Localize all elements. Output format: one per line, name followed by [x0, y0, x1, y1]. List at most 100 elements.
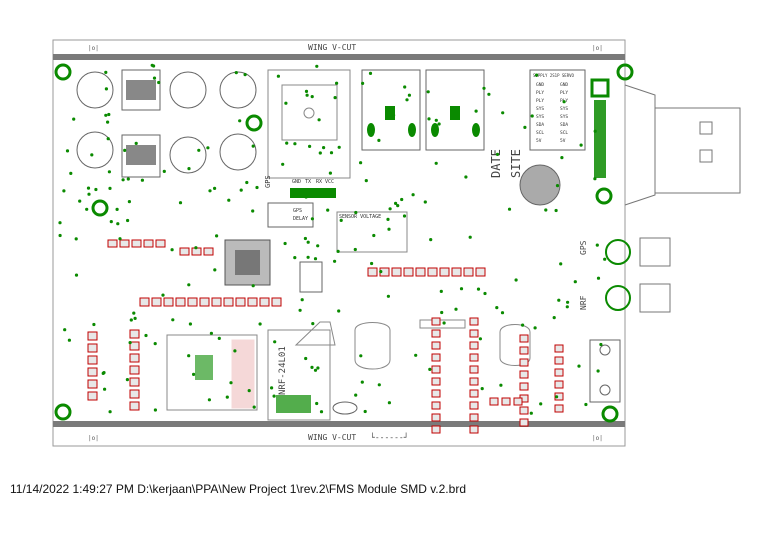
gps-delay-jumper: [267, 202, 314, 228]
via: [354, 393, 358, 397]
delay-label: DELAY: [293, 216, 308, 222]
supply-pin: 5V: [536, 138, 542, 144]
via: [276, 74, 280, 78]
via: [306, 240, 310, 244]
via: [468, 235, 472, 239]
via: [439, 289, 443, 293]
pcb-svg: WING V-CUT WING V-CUT └------┘ |o| |o| |…: [52, 39, 741, 447]
via: [305, 93, 309, 97]
supply-pin: SYS: [536, 106, 544, 112]
supply-pin: PLY: [536, 98, 544, 104]
via: [377, 383, 381, 387]
via: [171, 318, 175, 322]
vcut-top-strip: [53, 54, 625, 60]
via: [476, 287, 481, 291]
via: [140, 178, 144, 182]
via: [311, 322, 315, 326]
usb-slot: [699, 149, 713, 163]
smd-pad: [87, 367, 98, 377]
via: [58, 221, 62, 225]
via: [233, 349, 237, 353]
via: [596, 276, 601, 280]
via: [252, 405, 256, 409]
smd-pad: [155, 239, 166, 248]
smd-pad: [107, 239, 118, 248]
via: [577, 364, 581, 368]
via: [132, 311, 136, 315]
via: [521, 323, 525, 327]
relay-pin: [367, 123, 375, 137]
via: [107, 170, 111, 174]
supply-pin: SCL: [560, 130, 568, 136]
smd-pad: [143, 239, 154, 248]
smd-pad: [519, 358, 529, 367]
via: [315, 401, 319, 406]
via: [227, 198, 231, 202]
smd-pad: [367, 267, 378, 277]
via: [69, 171, 73, 175]
smd-pad: [151, 297, 162, 307]
via: [500, 311, 505, 315]
sma-nrf: [605, 285, 631, 311]
via: [499, 383, 503, 387]
smd-pad: [235, 297, 246, 307]
smd-pad: [554, 344, 564, 353]
via: [273, 340, 277, 344]
smd-pad: [519, 334, 529, 343]
supply-pin: GND: [560, 82, 568, 88]
via: [339, 218, 343, 222]
smd-pad: [129, 329, 140, 339]
via: [370, 261, 374, 266]
via: [377, 138, 381, 142]
via: [251, 284, 255, 288]
via: [501, 111, 505, 115]
via: [319, 410, 324, 414]
via: [437, 122, 441, 126]
smd-pad: [415, 267, 426, 277]
via: [429, 238, 433, 242]
via: [533, 326, 537, 330]
via: [90, 153, 94, 157]
via: [118, 237, 122, 241]
electrolytic-capacitors: [76, 71, 561, 206]
via: [459, 287, 464, 291]
via: [361, 81, 365, 85]
via: [335, 81, 339, 85]
via: [285, 141, 289, 145]
via: [428, 367, 432, 371]
via: [106, 137, 110, 141]
mounting-hole: [601, 405, 619, 423]
via: [336, 249, 340, 253]
capacitor: [76, 71, 114, 109]
via: [372, 233, 376, 238]
smd-pad: [431, 389, 441, 398]
smd-pad: [431, 341, 441, 350]
corner-mark: |o|: [88, 435, 99, 442]
sma-gps: [605, 239, 631, 265]
smd-pad: [489, 397, 499, 406]
via: [65, 149, 70, 153]
via: [407, 93, 411, 97]
via: [67, 338, 71, 342]
via: [544, 208, 548, 212]
smd-pad: [519, 346, 529, 355]
wing-label-top: WING V-CUT: [308, 43, 356, 52]
via: [187, 354, 191, 358]
smd-pad: [203, 247, 214, 256]
smd-pad: [469, 353, 479, 362]
via: [251, 144, 255, 148]
via: [104, 87, 108, 91]
via: [94, 187, 98, 192]
via: [392, 113, 396, 117]
via: [108, 410, 112, 414]
via: [109, 220, 113, 224]
file-path-footer: 11/14/2022 1:49:27 PM D:\kerjaan\PPA\New…: [10, 482, 466, 496]
via: [62, 189, 66, 193]
pin-header-right: [594, 100, 606, 178]
via: [304, 356, 308, 361]
smd-pad: [469, 401, 479, 410]
via: [72, 117, 76, 121]
via: [58, 233, 62, 238]
via: [103, 387, 107, 391]
via: [152, 64, 156, 68]
